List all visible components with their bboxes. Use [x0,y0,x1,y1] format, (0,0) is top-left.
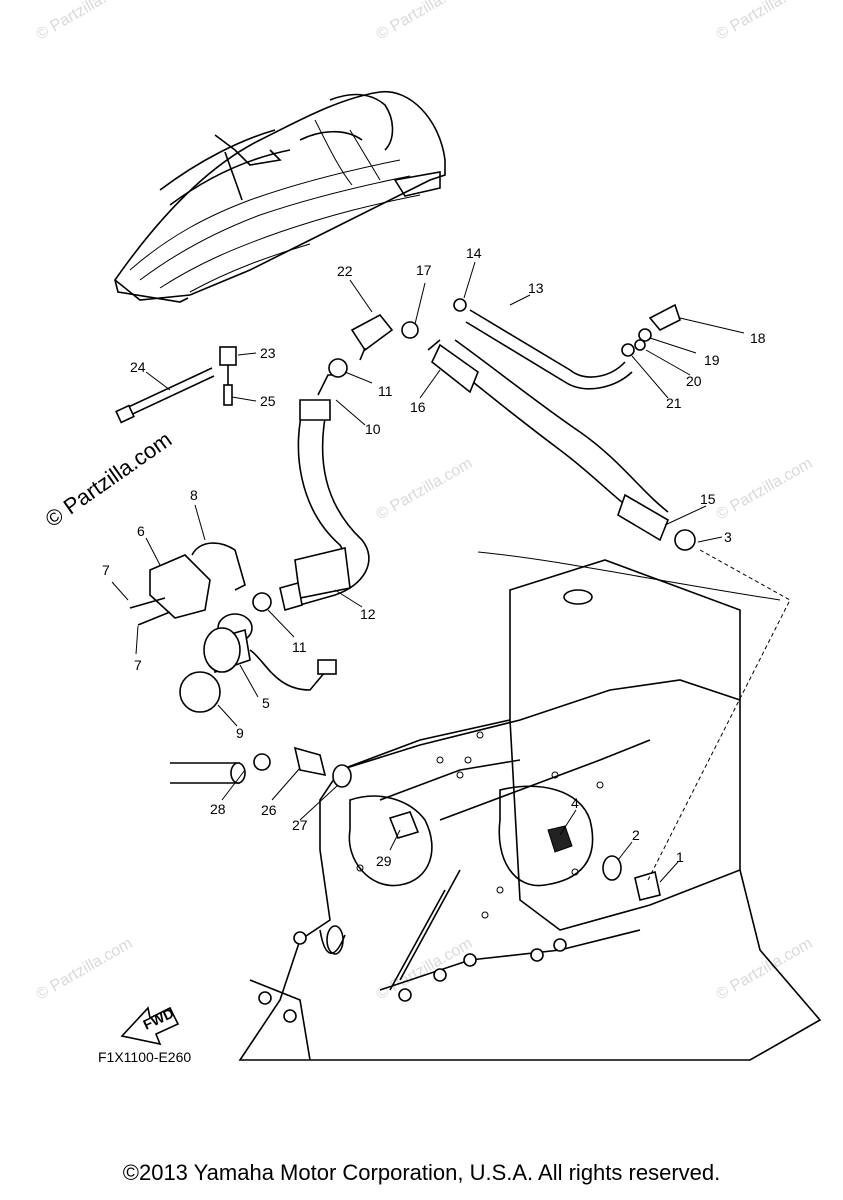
callout-12: 12 [360,606,376,622]
callout-18: 18 [750,330,766,346]
callout-11b: 11 [292,639,307,655]
callout-22: 22 [337,263,353,279]
callout-7a: 7 [102,562,110,578]
watermark: © Partzilla.com [34,935,136,1004]
callout-16: 16 [410,399,426,415]
diagram-code: F1X1100-E260 [98,1049,191,1065]
callout-25: 25 [260,393,276,409]
callout-20: 20 [686,373,702,389]
copyright-notice: ©2013 Yamaha Motor Corporation, U.S.A. A… [122,1160,721,1185]
callout-29: 29 [376,853,392,869]
callout-17: 17 [416,262,432,278]
callout-1: 1 [676,849,684,865]
watercraft-illustration [113,90,446,303]
watermark: © Partzilla.com [374,455,476,524]
callout-9: 9 [236,725,244,741]
callout-4: 4 [571,795,579,811]
watermark: © Partzilla.com [34,0,136,43]
callout-14: 14 [466,245,482,261]
leader-lines [111,261,745,883]
callout-28: 28 [210,801,226,817]
watermark: © Partzilla.com [714,935,816,1004]
watermark: © Partzilla.com [714,0,816,43]
hull-illustration [238,551,822,1061]
callout-24: 24 [130,359,146,375]
callout-3: 3 [724,529,732,545]
callout-23: 23 [260,345,276,361]
watermark: © Partzilla.com [714,455,816,524]
callout-5: 5 [262,695,270,711]
partzilla-watermark: © Partzilla.com [41,427,177,533]
fwd-arrow: FWD [120,1005,180,1046]
callout-7b: 7 [134,657,142,673]
callout-11a: 11 [378,383,393,399]
callout-10: 10 [365,421,381,437]
callout-26: 26 [261,802,277,818]
watermark: © Partzilla.com [374,935,476,1004]
callout-8: 8 [190,487,198,503]
callout-15: 15 [700,491,716,507]
callout-27: 27 [292,817,308,833]
callout-21: 21 [666,395,682,411]
callout-13: 13 [528,280,544,296]
callouts: 1 2 3 4 5 6 7 7 8 9 10 11 11 12 13 14 15… [102,245,766,869]
watermark-layer: © Partzilla.com © Partzilla.com © Partzi… [34,0,816,1003]
callout-19: 19 [704,352,720,368]
watermark: © Partzilla.com [374,0,476,43]
parts-group [115,298,791,901]
callout-6: 6 [137,523,145,539]
callout-2: 2 [632,827,640,843]
